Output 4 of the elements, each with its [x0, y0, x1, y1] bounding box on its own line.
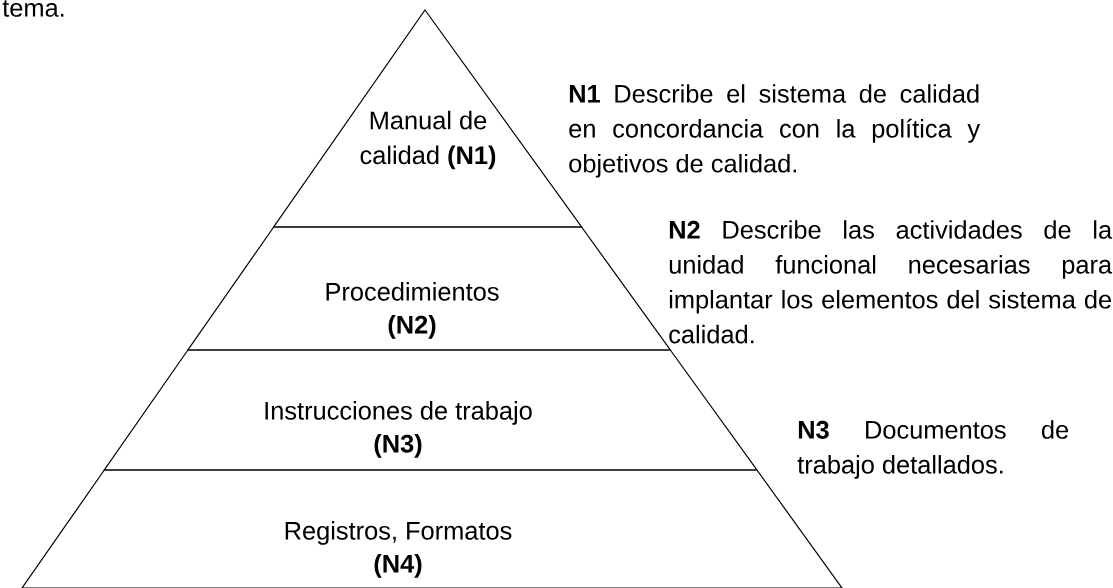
text-fragment: tema.: [2, 0, 64, 17]
description-text: N1 Describe el sistema de calidad en concordancia con la política y objetivos de calidad.: [569, 84, 981, 178]
pyramid-level: Instrucciones de trabajo (N3): [103, 349, 759, 471]
description-text: N2 Describe las actividades de la unidad funcional necesarias para implantar los elementos del sistema de calidad.: [669, 220, 1113, 344]
